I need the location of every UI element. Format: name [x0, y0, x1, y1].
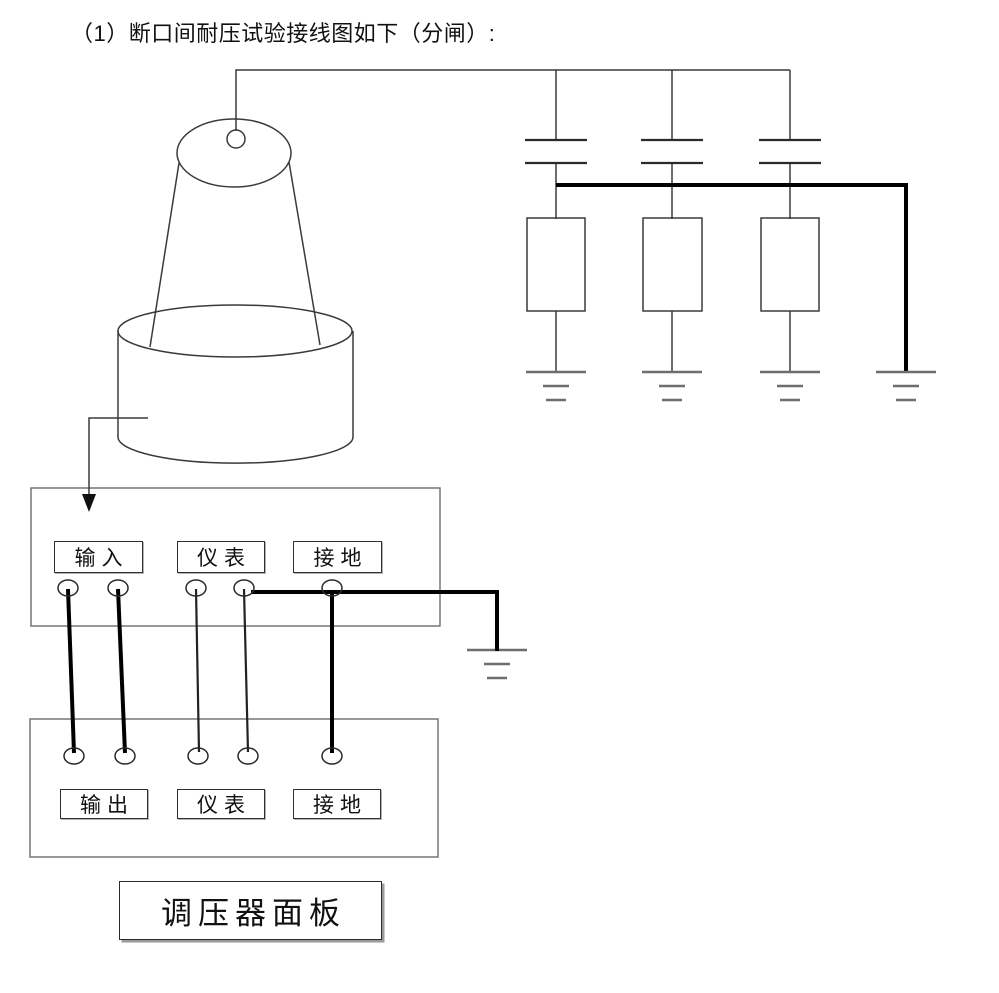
resistor-3 [760, 217, 820, 312]
ground-symbol-3 [758, 370, 822, 402]
capacitor-1 [523, 138, 589, 165]
lower-output-label: 输出 [60, 789, 148, 819]
hv-lead-wire [235, 69, 791, 141]
lower-meter-label: 仪表 [177, 789, 265, 819]
resistor-ground-leads [555, 311, 791, 372]
ground-symbol-2 [640, 370, 704, 402]
capacitor-resistor-leads [555, 164, 791, 219]
upper-input-label: 输入 [54, 541, 143, 573]
upper-meter-label: 仪表 [177, 541, 265, 573]
bushing [149, 118, 321, 348]
capacitor-3 [757, 138, 823, 165]
ground-symbol-4 [874, 370, 938, 402]
capacitor-2 [639, 138, 705, 165]
lower-panel-terminals [63, 747, 343, 765]
diagram-title: （1）断口间耐压试验接线图如下（分闸）: [71, 21, 496, 46]
tank-drum [117, 304, 354, 464]
regulator-panel-caption: 调压器面板 [119, 881, 382, 940]
bushing-terminal [226, 129, 246, 149]
upper-panel-box [30, 487, 441, 627]
bus-wire [556, 183, 908, 372]
ground-symbol-5 [465, 648, 529, 680]
upper-panel-terminals [57, 579, 343, 597]
lower-panel-box [29, 718, 439, 858]
drum-to-panel-wire [82, 417, 148, 512]
panel-jumper-wires [66, 588, 334, 754]
resistor-2 [642, 217, 703, 312]
lower-ground-label: 接地 [293, 789, 381, 819]
arrow-down-icon [82, 494, 96, 512]
resistor-1 [526, 217, 586, 312]
earthing-wire [251, 590, 499, 651]
ground-symbol-1 [524, 370, 588, 402]
upper-ground-label: 接地 [293, 541, 382, 573]
